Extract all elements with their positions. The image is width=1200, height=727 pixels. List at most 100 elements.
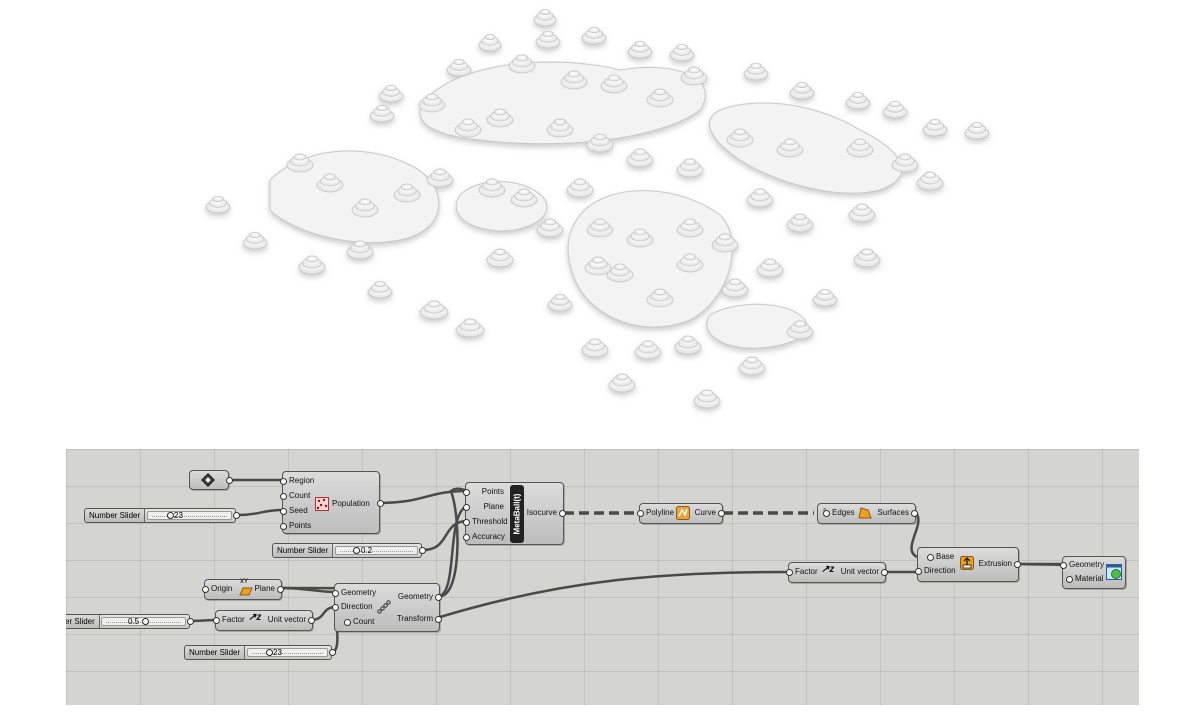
slider-grip[interactable] <box>266 649 273 656</box>
slider-value: 0.5 <box>128 617 140 626</box>
slider-track[interactable] <box>247 648 328 657</box>
material-input[interactable]: Material <box>1065 574 1104 583</box>
metaball-bump <box>554 293 566 301</box>
metaball-bump <box>750 62 762 70</box>
metaball-bump <box>898 153 912 161</box>
slider-grip[interactable] <box>142 618 149 625</box>
metaball-bump <box>923 171 937 179</box>
metaball-bump <box>305 255 319 263</box>
metaball-bump <box>633 228 647 236</box>
metaball-bump <box>745 356 759 364</box>
custom-preview-component[interactable]: Geometry Material <box>1059 556 1126 589</box>
curve-output[interactable]: Curve <box>694 508 726 517</box>
wire-surface-base <box>910 512 920 559</box>
slider-track[interactable] <box>335 546 418 555</box>
slider-track[interactable] <box>147 511 232 520</box>
metaball-bump <box>687 66 701 74</box>
extrusion-component[interactable]: Base Direction Extrusion <box>915 547 1022 582</box>
xy-plane-component[interactable]: Origin XY Plane <box>201 579 285 600</box>
metaball-bump <box>593 218 607 226</box>
points-input[interactable]: Points <box>279 521 312 530</box>
count-input[interactable]: Count <box>343 617 375 626</box>
threshold-input[interactable]: Threshold <box>463 517 508 526</box>
metaball-bump <box>212 195 224 203</box>
wire-plane-array <box>279 586 337 594</box>
slider-grip[interactable] <box>167 512 174 519</box>
population-output[interactable]: Population <box>332 499 370 508</box>
edge-surface-component[interactable]: ⇩ Edges Surfaces <box>817 503 918 524</box>
context-icon <box>200 472 216 488</box>
metaball-bump <box>323 173 337 181</box>
slider-label: Number Slider <box>273 544 334 557</box>
metaball-render-image <box>205 8 990 409</box>
metaball-bump <box>463 318 477 326</box>
origin-input[interactable]: Origin <box>201 584 233 593</box>
metaball-bump <box>681 335 695 343</box>
metaball-bump <box>889 100 901 108</box>
metaball-bump <box>819 288 831 296</box>
metaball-bump <box>653 288 667 296</box>
metaball-bump <box>793 320 807 328</box>
unit-z-component-left[interactable]: Factor ↗z Unit vector <box>213 610 316 631</box>
metaball-component[interactable]: Points Plane Threshold Accuracy MetaBall… <box>463 482 567 545</box>
geometry-output[interactable]: Geometry <box>397 592 443 601</box>
metaball-bump <box>593 133 607 141</box>
metaball-bump <box>400 183 414 191</box>
metaball-bump <box>358 198 372 206</box>
edges-input[interactable]: Edges <box>823 508 855 517</box>
metaball-bump <box>493 108 507 116</box>
slider-grip[interactable] <box>353 547 360 554</box>
extrusion-output[interactable]: Extrusion <box>978 559 1022 568</box>
number-slider-count[interactable]: Number Slider 23 <box>184 645 336 660</box>
count-input[interactable]: Count <box>279 491 311 500</box>
unit-vector-output[interactable]: Unit vector <box>267 615 316 624</box>
unit-vector-output[interactable]: Unit vector <box>840 567 889 576</box>
metaball-bump <box>929 118 941 126</box>
seed-input[interactable]: Seed <box>280 506 308 515</box>
metaball-bump <box>553 118 567 126</box>
number-slider-factor[interactable]: er Slider 0.5 <box>66 614 194 629</box>
linear-array-component[interactable]: Geometry Direction Count Geometry Transf… <box>331 583 443 632</box>
metaball-bump <box>855 203 869 211</box>
direction-input[interactable]: Direction <box>332 602 373 611</box>
factor-input[interactable]: Factor <box>786 567 818 576</box>
populate-component[interactable]: Region Count Seed Points Population <box>279 471 384 534</box>
wire-array-geometry-points <box>439 487 469 598</box>
metaball-bump <box>653 88 667 96</box>
unit-z-component-right[interactable]: Factor ↗z Unit vector <box>786 562 889 583</box>
wire-extrusion-material <box>1018 562 1064 567</box>
factor-input[interactable]: Factor <box>213 615 245 624</box>
region-input[interactable]: Region <box>279 476 315 485</box>
xy-plane-icon: XY <box>239 579 253 596</box>
polyline-component[interactable]: Polyline Curve <box>636 503 726 524</box>
slider-label: Number Slider <box>85 509 146 522</box>
polyline-input[interactable]: Polyline <box>636 508 675 517</box>
plane-input[interactable]: Plane <box>463 502 504 512</box>
slider-label: er Slider <box>66 615 100 628</box>
metaball-bump <box>634 40 646 48</box>
geometry-input[interactable]: Geometry <box>331 588 377 597</box>
metaball-bump <box>353 240 367 248</box>
metaball-bump <box>539 8 551 16</box>
metaball-bump <box>461 118 475 126</box>
metaball-bump <box>484 33 496 41</box>
metaball-bump <box>860 248 874 256</box>
grasshopper-canvas[interactable]: Region Count Seed Points Population Numb… <box>66 449 1139 705</box>
metaball-bump <box>718 233 732 241</box>
metaball-bump <box>453 58 465 66</box>
linear-array-icon <box>377 600 391 614</box>
base-input[interactable]: Base <box>926 552 955 561</box>
surfaces-output[interactable]: Surfaces <box>877 508 918 517</box>
context-component[interactable] <box>189 470 233 490</box>
number-slider-threshold[interactable]: Number Slider 0.2 <box>272 543 426 558</box>
accuracy-input[interactable]: Accuracy <box>463 532 505 541</box>
metaball-bump <box>683 218 697 226</box>
metaball-bump <box>517 188 531 196</box>
transform-output[interactable]: Transform <box>396 614 443 623</box>
geometry-input[interactable]: Geometry <box>1059 560 1105 569</box>
number-slider-seed[interactable]: Number Slider 23 <box>84 508 240 523</box>
points-input[interactable]: Points <box>463 487 504 497</box>
plane-output[interactable]: Plane <box>254 584 285 593</box>
isocurve-output[interactable]: Isocurve <box>526 508 567 517</box>
direction-input[interactable]: Direction <box>915 566 956 575</box>
